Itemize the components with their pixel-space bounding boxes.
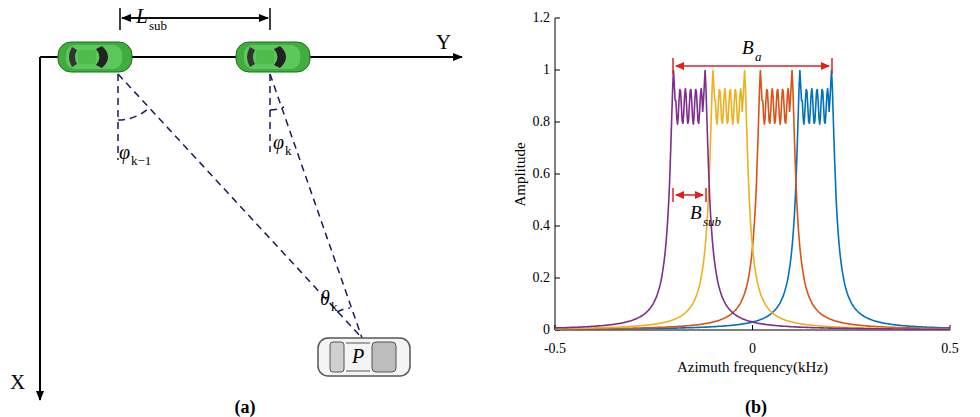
label: B [690,203,702,222]
label: 1 [543,63,550,77]
label: 1.2 [533,11,551,25]
label: k [331,300,338,313]
label: 0.4 [533,219,551,233]
tick [555,226,560,227]
label: sub [149,19,167,32]
spectrum-curve [555,70,950,329]
label: B [742,38,754,57]
label: 0.8 [533,115,551,129]
label: 0 [749,342,756,356]
label: Azimuth frequency(kHz) [677,360,828,375]
label: Amplitude [512,142,527,206]
label: 0 [543,323,550,337]
label: -0.5 [544,342,566,356]
label: sub [703,215,721,228]
axes-a [40,57,462,400]
radar-car [236,42,310,72]
label: (b) [745,398,767,416]
radar-car [58,42,132,72]
bandwidth-arrows [673,58,832,202]
spectra [555,70,950,329]
target-car [318,338,410,376]
spectrum-curve [555,70,950,329]
tick [555,122,560,123]
label: L [136,6,148,27]
label: Y [436,32,451,53]
tick [555,18,560,19]
label: 0.6 [533,167,551,181]
label: θ [320,288,330,308]
tick [752,325,753,330]
tick [555,278,560,279]
label: a [755,50,762,63]
label: 0.2 [533,271,551,285]
label: k [285,144,292,157]
label: φ [273,132,284,152]
tick [555,70,560,71]
tick [555,174,560,175]
spectrum-curve [555,70,950,329]
look-lines [118,74,362,338]
label: φ [119,142,130,162]
axes-b [555,18,950,330]
label: X [10,372,25,393]
label: (a) [235,398,256,416]
label: k−1 [131,154,151,167]
label: 0.5 [941,342,959,356]
spectrum-curve [555,70,950,329]
label: P [352,346,364,366]
